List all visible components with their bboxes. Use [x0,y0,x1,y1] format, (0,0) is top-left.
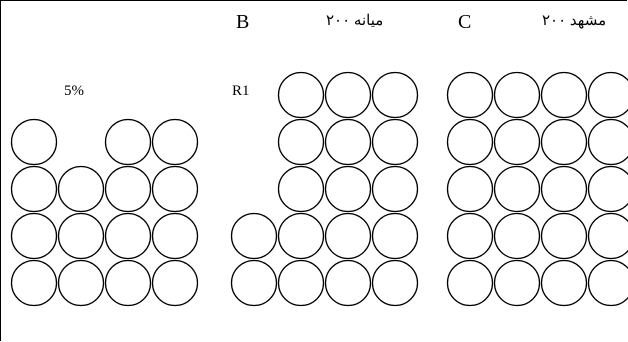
panel-b-circle [230,212,278,260]
panel-c-circle [540,212,588,260]
panel-c-circle [493,259,541,307]
panel-c-group [446,71,628,307]
panel-a-group [10,118,199,307]
panel-a-circle [104,165,152,213]
panel-a-circle [104,212,152,260]
panel-a-circle [104,259,152,307]
panel-b-circle [277,71,325,119]
panel-b-circle [277,259,325,307]
panel-c-circle [493,165,541,213]
panel-c-circle [587,118,628,166]
panel-c-farsi-label: مشهد ۲۰۰ [542,13,607,29]
panel-b-circle [371,165,419,213]
panel-a-circle [151,118,199,166]
panel-b-circle [371,212,419,260]
panel-b-circle [230,259,278,307]
panel-a-circle [104,118,152,166]
panel-c-circle [446,212,494,260]
panel-b-group [230,71,419,307]
panel-a-circle [10,118,58,166]
panel-c-letter: C [458,11,472,33]
panel-a-circle [57,259,105,307]
panel-c-circle [540,71,588,119]
panel-b-farsi-label: میانه ۲۰۰ [326,13,384,29]
panel-a-circle [57,212,105,260]
panel-c-circle [587,212,628,260]
panel-b-circle [277,118,325,166]
panel-b-circle [371,118,419,166]
panel-a-circle [151,165,199,213]
panel-b-circle [371,71,419,119]
panel-c-circle [446,165,494,213]
panel-c-circle [587,165,628,213]
panel-a-circle [10,259,58,307]
panel-c-circle [493,212,541,260]
panel-c-circle [446,71,494,119]
panel-b-code-label: R1 [232,83,250,99]
panel-b-letter: B [236,11,250,33]
panel-a-circle [10,212,58,260]
panel-c-circle [540,118,588,166]
panel-b-circle [324,259,372,307]
panel-c-circle [446,118,494,166]
panel-b-circle [277,212,325,260]
panel-b-circle [324,212,372,260]
panel-b-circle [277,165,325,213]
panel-b-circle [324,71,372,119]
panel-c-circle [446,259,494,307]
panel-a-circle [151,212,199,260]
panel-a-percent-label: 5% [64,83,84,99]
panel-a-circle [151,259,199,307]
panel-c-circle [493,118,541,166]
panel-c-circle [587,71,628,119]
panel-c-circle [587,259,628,307]
panel-c-circle [540,165,588,213]
panel-a-circle [10,165,58,213]
panel-b-circle [324,165,372,213]
panel-b-circle [324,118,372,166]
panel-a-circle [57,165,105,213]
panel-b-circle [371,259,419,307]
panel-c-circle [540,259,588,307]
panel-c-circle [493,71,541,119]
